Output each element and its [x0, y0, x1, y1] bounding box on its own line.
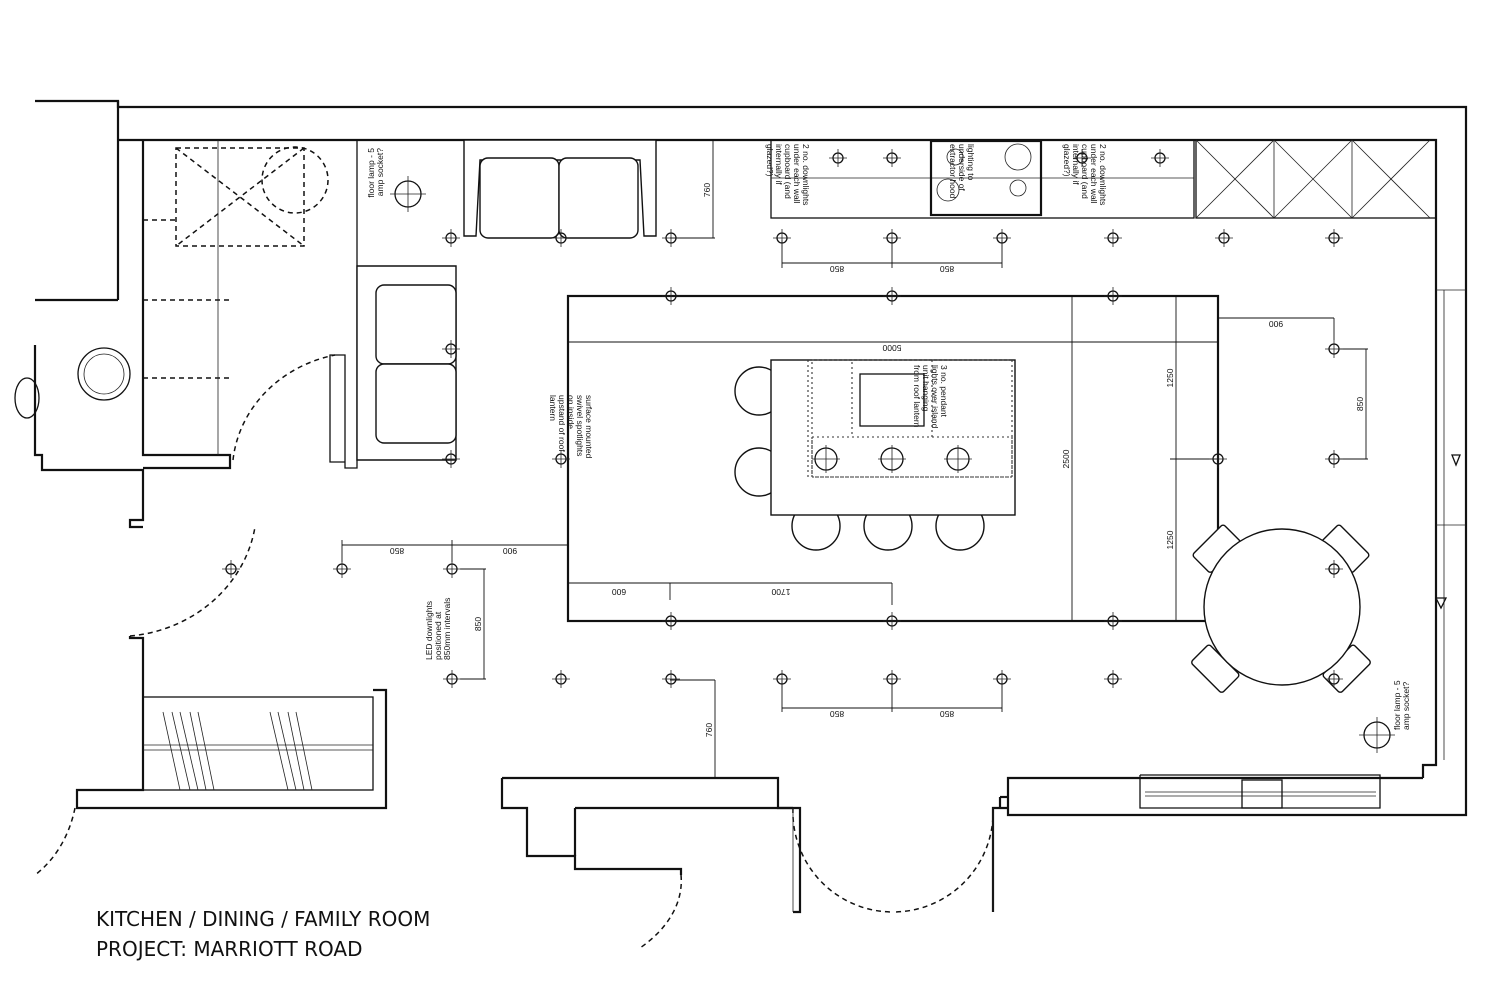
kitchen-units: [770, 139, 1437, 219]
downlight-icon: [1104, 670, 1122, 688]
dimension-lines: [341, 139, 1368, 779]
downlight-icon: [662, 670, 680, 688]
downlight-icon: [1215, 229, 1233, 247]
note-floor-lamp-top: floor lamp - 5amp socket?: [366, 148, 385, 198]
island-unit: [734, 359, 1016, 551]
dim-led-850: 850: [473, 617, 483, 631]
downlight-icon: [662, 287, 680, 305]
downlight-icon: [883, 229, 901, 247]
downlight-icon: [1325, 670, 1343, 688]
downlight-icon: [552, 229, 570, 247]
dim-bottom-850-b: 850: [940, 709, 954, 719]
doors: [34, 354, 1461, 949]
downlight-icon: [443, 560, 461, 578]
downlight-icon: [773, 229, 791, 247]
note-swivel-spotlights: surface mountedswivel spotlightson insid…: [548, 395, 594, 459]
downlight-icon: [829, 149, 847, 167]
downlight-icon: [1104, 229, 1122, 247]
downlight-icon: [443, 670, 461, 688]
downlight-icon: [1325, 229, 1343, 247]
dim-top-760: 760: [702, 183, 712, 197]
dim-lantern-half-b: 1250: [1165, 530, 1175, 549]
downlight-icon: [1151, 149, 1169, 167]
downlight-icon: [442, 229, 460, 247]
downlight-icon: [1209, 450, 1227, 468]
dim-bottom-600: 600: [612, 587, 626, 597]
downlight-icon: [1325, 450, 1343, 468]
floor-lamp-socket-top: [390, 176, 426, 212]
sofas: [356, 139, 657, 461]
downlight-icon: [883, 612, 901, 630]
dim-bottom-850-a: 850: [830, 709, 844, 719]
dim-left-850: 850: [390, 546, 404, 556]
dim-bottom-760: 760: [704, 723, 714, 737]
downlight-icon: [662, 612, 680, 630]
downlight-icon: [1104, 287, 1122, 305]
dim-lantern-half-a: 1250: [1165, 368, 1175, 387]
downlight-icon: [662, 229, 680, 247]
downlight-icon: [552, 450, 570, 468]
downlight-icon: [773, 670, 791, 688]
dining-table: [1191, 524, 1371, 693]
dim-bottom-1700: 1700: [771, 587, 790, 597]
floor-lamp-socket-bottom: [1359, 717, 1395, 753]
dim-top-850-b: 850: [940, 264, 954, 274]
downlight-icon: [442, 450, 460, 468]
downlight-icon: [1104, 612, 1122, 630]
drawing-title-block: KITCHEN / DINING / FAMILY ROOM PROJECT: …: [96, 904, 430, 964]
note-wall-downlights-left: 2 no. downlightsunder each wallcupboard …: [765, 144, 811, 205]
downlight-icon: [222, 560, 240, 578]
note-floor-lamp-bottom: floor lamp - 5amp socket?: [1392, 680, 1411, 730]
downlight-icon: [993, 670, 1011, 688]
downlight-icon: [883, 670, 901, 688]
downlights: [222, 149, 1343, 688]
note-wall-downlights-right: 2 no. downlightsunder each wallcupboard …: [1062, 144, 1108, 205]
dim-right-900: 900: [1269, 319, 1283, 329]
note-extractor-lighting: lighting tounderside ofextractor hood: [948, 144, 976, 199]
downlight-icon: [442, 340, 460, 358]
dim-top-850-a: 850: [830, 264, 844, 274]
downlight-icon: [1325, 340, 1343, 358]
downlight-icon: [1325, 560, 1343, 578]
downlight-icon: [552, 670, 570, 688]
project-name: PROJECT: MARRIOTT ROAD: [96, 937, 363, 961]
dimension-labels: 760 760 850 850 850 850 5000 2500 1250 1…: [390, 183, 1365, 737]
drawing-title: KITCHEN / DINING / FAMILY ROOM: [96, 907, 431, 931]
dim-right-850: 850: [1355, 397, 1365, 411]
note-led-downlights: LED downlightspositioned at850mm interva…: [424, 598, 452, 660]
downlight-icon: [993, 229, 1011, 247]
pendant-lights: [812, 445, 972, 473]
downlight-icon: [883, 149, 901, 167]
note-pendant-lights: 3 no. pendantlights over islandunit hang…: [912, 365, 949, 429]
dim-lantern-width: 5000: [882, 343, 901, 353]
utility-area: [14, 140, 374, 791]
downlight-icon: [1073, 149, 1091, 167]
dim-left-900: 900: [503, 546, 517, 556]
annotation-notes: floor lamp - 5amp socket? 2 no. downlight…: [366, 144, 1411, 730]
downlight-icon: [333, 560, 351, 578]
dim-lantern-depth: 2500: [1061, 449, 1071, 468]
downlight-icon: [883, 287, 901, 305]
